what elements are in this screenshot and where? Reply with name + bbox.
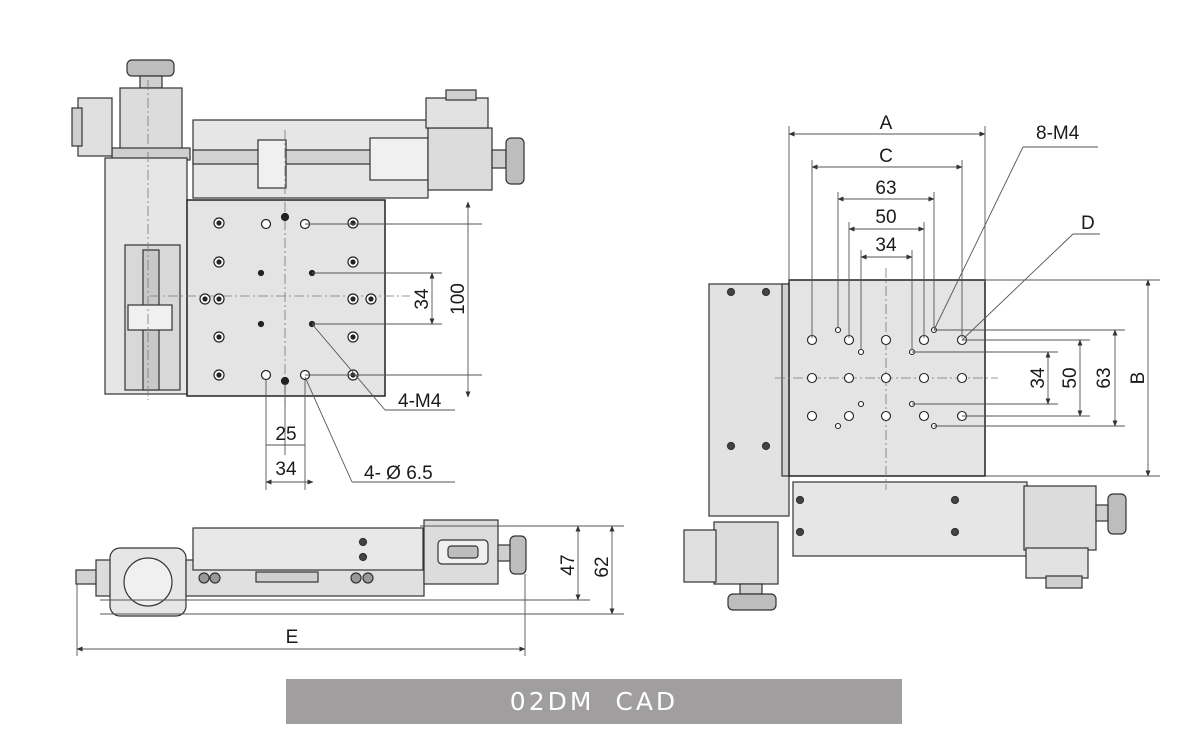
dim-25: 25 [275, 424, 296, 445]
dim-E: E [286, 627, 299, 648]
right-view-holes [806, 326, 968, 430]
connector-left [77, 97, 113, 157]
right-view [683, 268, 1127, 611]
dim-34-horizontal-right: 34 [875, 235, 897, 256]
front-knob [509, 535, 527, 575]
dim-34-vertical-right: 34 [1028, 367, 1049, 389]
dim-63-horizontal: 63 [875, 178, 896, 199]
dim-34-horizontal: 34 [275, 459, 297, 480]
motor-x [427, 127, 493, 191]
top-knob [126, 59, 175, 77]
dim-100-vertical: 100 [448, 283, 469, 315]
right-view-dimension-lines [788, 126, 1160, 477]
hole-grid-row1 [806, 334, 968, 346]
dimension-texts: 34 100 25 34 4-M4 4- Ø 6.5 47 62 E A C 6… [275, 113, 1149, 648]
dim-B: B [1128, 372, 1149, 385]
dim-63-vertical-right: 63 [1094, 367, 1115, 388]
dim-50-horizontal: 50 [875, 207, 896, 228]
dim-62: 62 [592, 556, 613, 577]
dim-34-vertical-top: 34 [412, 288, 433, 310]
carriage [192, 527, 424, 571]
callout-D: D [1081, 213, 1095, 234]
front-view-dimension-lines [76, 525, 624, 656]
right-knob-x [1107, 493, 1127, 535]
dim-C: C [879, 146, 893, 167]
top-view-dimension-lines [265, 201, 482, 490]
top-view-holes [199, 212, 377, 386]
right-knob-y [727, 593, 777, 611]
dim-A: A [880, 113, 893, 134]
side-knob [505, 137, 525, 185]
front-view [75, 519, 527, 617]
dim-47: 47 [558, 554, 579, 575]
right-side-rail [708, 283, 790, 517]
callout-8-m4: 8-M4 [1036, 123, 1080, 144]
callout-4-hole-6-5: 4- Ø 6.5 [364, 463, 433, 484]
top-view [71, 59, 525, 405]
motor-y [119, 87, 183, 151]
hole-grid-row2 [806, 372, 968, 384]
caption-text: 02DM CAD [509, 687, 679, 716]
caption-bar: 02DM CAD [286, 679, 902, 724]
callout-4-m4: 4-M4 [398, 391, 442, 412]
dim-50-vertical-right: 50 [1060, 367, 1081, 388]
